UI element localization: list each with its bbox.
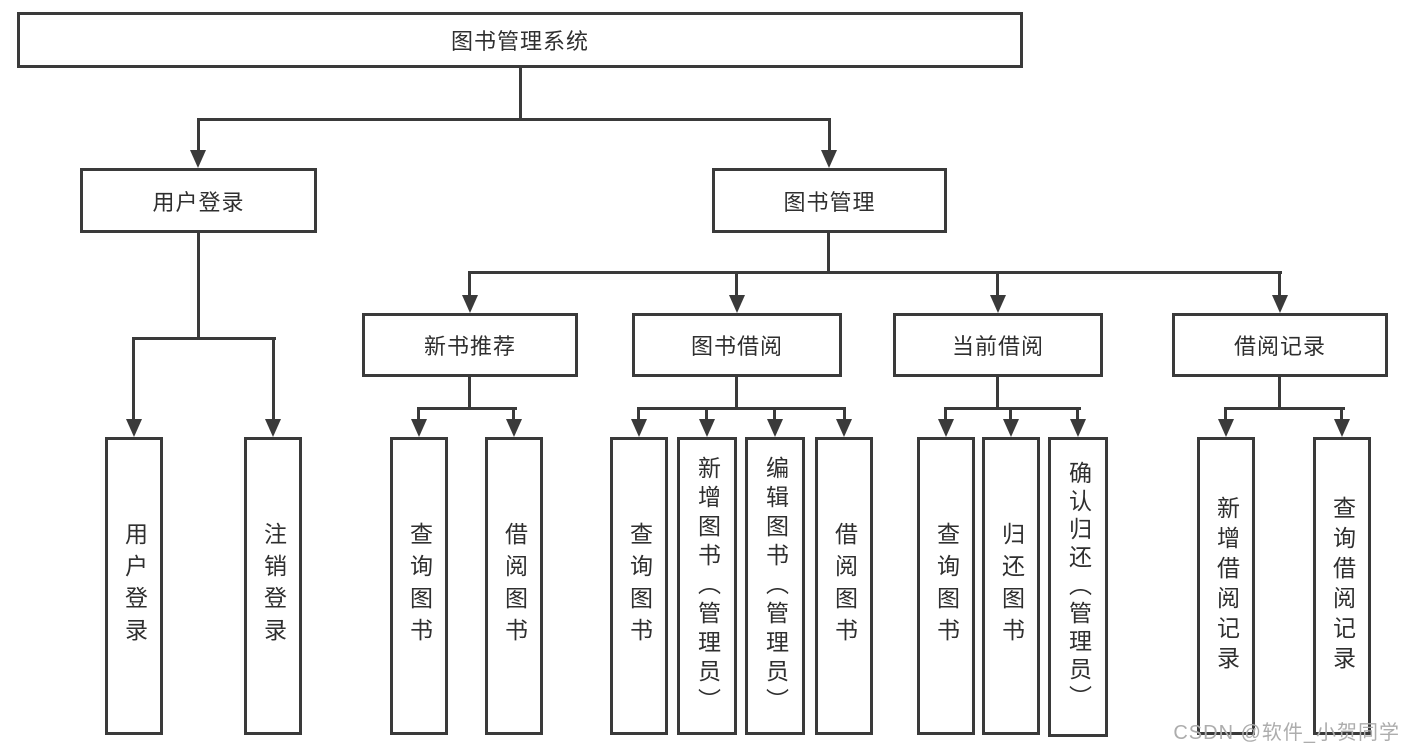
connector-stem-user-login xyxy=(197,118,200,150)
arrow-down-icon xyxy=(938,419,954,437)
leaf-confirm-return-admin: 确认归还（管理员） xyxy=(1048,437,1108,737)
leaf-query-books-recommend: 查询图书 xyxy=(390,437,448,735)
leaf-label: 确认归还（管理员） xyxy=(1065,461,1092,713)
connector-rail-level2 xyxy=(197,118,831,121)
leaf-query-books-borrow: 查询图书 xyxy=(610,437,668,735)
leaf-edit-books-admin: 编辑图书（管理员） xyxy=(745,437,805,735)
leaf-user-login: 用户登录 xyxy=(105,437,163,735)
arrow-down-icon xyxy=(265,419,281,437)
node-book-borrow: 图书借阅 xyxy=(632,313,842,377)
connector-stem-leaf xyxy=(417,407,420,419)
connector-rail-leaves xyxy=(1224,407,1345,410)
csdn-watermark: CSDN @软件_小贺同学 xyxy=(1173,722,1400,744)
arrow-down-icon xyxy=(821,150,837,168)
arrow-down-icon xyxy=(190,150,206,168)
node-book-management: 图书管理 xyxy=(712,168,947,233)
arrow-down-icon xyxy=(767,419,783,437)
connector-rail-leaves xyxy=(944,407,1081,410)
leaf-borrow-books: 借阅图书 xyxy=(815,437,873,735)
leaf-logout: 注销登录 xyxy=(244,437,302,735)
leaf-label: 归还图书 xyxy=(998,522,1025,650)
arrow-down-icon xyxy=(1272,295,1288,313)
connector-stem-leaf xyxy=(132,337,135,419)
connector-stem-leaf xyxy=(773,407,776,419)
connector-user-drop xyxy=(197,233,200,337)
arrow-down-icon xyxy=(506,419,522,437)
arrow-down-icon xyxy=(1003,419,1019,437)
node-root: 图书管理系统 xyxy=(17,12,1023,68)
arrow-down-icon xyxy=(1218,419,1234,437)
connector-stem-leaf xyxy=(1009,407,1012,419)
group-label: 图书借阅 xyxy=(690,334,783,359)
leaf-return-books: 归还图书 xyxy=(982,437,1040,735)
connector-stem-book-mgmt xyxy=(828,118,831,150)
connector-stem-leaf xyxy=(512,407,515,419)
leaf-label: 新增借阅记录 xyxy=(1213,496,1240,676)
leaf-label: 借阅图书 xyxy=(501,522,528,650)
leaf-label: 查询借阅记录 xyxy=(1329,496,1356,676)
leaf-label: 查询图书 xyxy=(933,522,960,650)
connector-mgmt-drop xyxy=(827,233,830,271)
connector-stem-group xyxy=(468,271,471,295)
arrow-down-icon xyxy=(411,419,427,437)
leaf-borrow-books-recommend: 借阅图书 xyxy=(485,437,543,735)
arrow-down-icon xyxy=(631,419,647,437)
node-user-login-branch: 用户登录 xyxy=(80,168,317,233)
leaf-label: 借阅图书 xyxy=(831,522,858,650)
connector-stem-leaf xyxy=(272,337,275,419)
node-user-login-label: 用户登录 xyxy=(152,189,245,215)
node-new-book-recommend: 新书推荐 xyxy=(362,313,578,377)
connector-stem-leaf xyxy=(944,407,947,419)
leaf-query-books-current: 查询图书 xyxy=(917,437,975,735)
connector-stem-group xyxy=(1278,271,1281,295)
leaf-label: 注销登录 xyxy=(260,522,287,650)
arrow-down-icon xyxy=(1334,419,1350,437)
node-borrow-records: 借阅记录 xyxy=(1172,313,1388,377)
node-book-management-label: 图书管理 xyxy=(783,189,876,215)
arrow-down-icon xyxy=(699,419,715,437)
leaf-label: 查询图书 xyxy=(626,522,653,650)
leaf-label: 编辑图书（管理员） xyxy=(762,455,789,717)
leaf-add-borrow-record: 新增借阅记录 xyxy=(1197,437,1255,735)
leaf-label: 用户登录 xyxy=(121,522,148,650)
arrow-down-icon xyxy=(836,419,852,437)
connector-stem-group xyxy=(735,271,738,295)
group-label: 新书推荐 xyxy=(423,334,516,359)
connector-stem-leaf xyxy=(637,407,640,419)
leaf-label: 新增图书（管理员） xyxy=(694,455,721,717)
leaf-label: 查询图书 xyxy=(406,522,433,650)
connector-stem-group xyxy=(996,271,999,295)
connector-rail-user-children xyxy=(132,337,276,340)
connector-stem-leaf xyxy=(843,407,846,419)
arrow-down-icon xyxy=(1070,419,1086,437)
connector-rail-leaves xyxy=(637,407,846,410)
leaf-add-books-admin: 新增图书（管理员） xyxy=(677,437,737,735)
connector-group-drop xyxy=(735,377,738,407)
connector-stem-leaf xyxy=(1224,407,1227,419)
arrow-down-icon xyxy=(462,295,478,313)
arrow-down-icon xyxy=(729,295,745,313)
connector-stem-leaf xyxy=(1340,407,1343,419)
arrow-down-icon xyxy=(126,419,142,437)
connector-stem-leaf xyxy=(1076,407,1079,419)
connector-group-drop xyxy=(1278,377,1281,407)
node-root-label: 图书管理系统 xyxy=(450,29,589,54)
arrow-down-icon xyxy=(990,295,1006,313)
connector-rail-leaves xyxy=(417,407,517,410)
node-current-borrow: 当前借阅 xyxy=(893,313,1103,377)
connector-rail-level3 xyxy=(468,271,1282,274)
leaf-query-borrow-record: 查询借阅记录 xyxy=(1313,437,1371,735)
group-label: 借阅记录 xyxy=(1233,334,1326,359)
connector-group-drop xyxy=(468,377,471,407)
connector-root-drop xyxy=(519,68,522,118)
connector-group-drop xyxy=(996,377,999,407)
connector-stem-leaf xyxy=(705,407,708,419)
group-label: 当前借阅 xyxy=(951,334,1044,359)
